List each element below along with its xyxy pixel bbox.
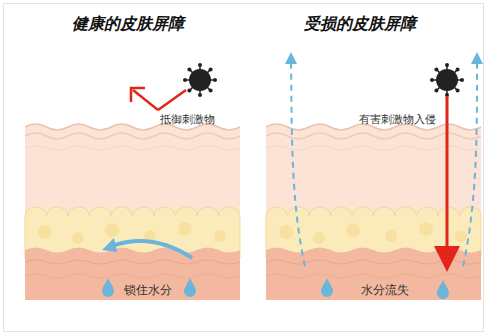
skin-panel: 健康的皮肤屏障 [20, 14, 235, 300]
skin-panel: 受损的皮肤屏障 [252, 14, 467, 300]
panel-heading: 受损的皮肤屏障 [252, 14, 467, 35]
annotation-label: 有害刺激物入侵 [359, 113, 436, 126]
annotation-label: 锁住水分 [124, 283, 172, 297]
annotation-label: 抵御刺激物 [160, 113, 215, 126]
annotation-label: 水分流失 [361, 283, 409, 297]
panel-heading: 健康的皮肤屏障 [20, 14, 235, 35]
